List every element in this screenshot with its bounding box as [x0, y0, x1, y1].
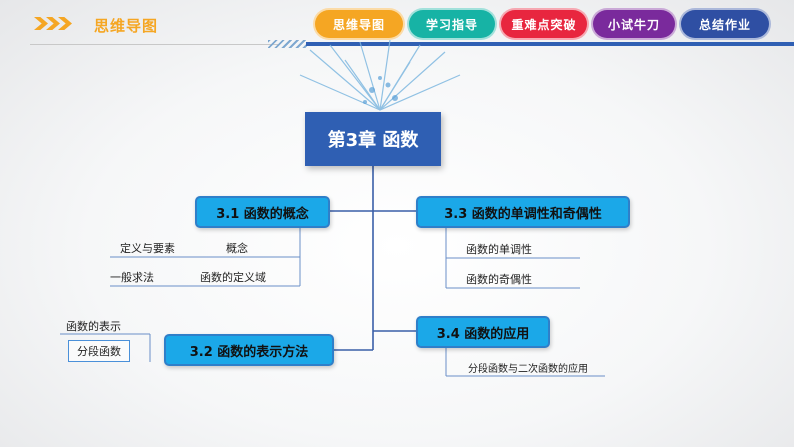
header-bar	[306, 42, 794, 46]
header-hatch-decoration	[268, 40, 308, 48]
sub-representation: 函数的表示	[66, 320, 121, 333]
sub-monotonicity: 函数的单调性	[466, 243, 532, 256]
nav-summary-button[interactable]: 总结作业	[679, 8, 771, 40]
branch-node-3-4: 3.4 函数的应用	[416, 316, 550, 348]
center-node: 第3章 函数	[305, 112, 441, 166]
nav-key-points-button[interactable]: 重难点突破	[499, 8, 589, 40]
chevrons-icon	[34, 17, 72, 30]
splash-decoration	[299, 40, 461, 111]
sub-general-method: 一般求法	[110, 271, 154, 284]
sub-piecewise-function: 分段函数	[68, 340, 130, 362]
sub-definition-elements: 定义与要素	[120, 242, 175, 255]
branch-node-3-3: 3.3 函数的单调性和奇偶性	[416, 196, 630, 228]
header: 思维导图 思维导图 学习指导 重难点突破 小试牛刀 总结作业	[0, 0, 794, 48]
sub-concept: 概念	[226, 242, 248, 255]
sub-parity: 函数的奇偶性	[466, 273, 532, 286]
branch-node-3-2: 3.2 函数的表示方法	[164, 334, 334, 366]
nav-bar: 思维导图 学习指导 重难点突破 小试牛刀 总结作业	[313, 8, 771, 40]
nav-practice-button[interactable]: 小试牛刀	[591, 8, 677, 40]
nav-study-guide-button[interactable]: 学习指导	[407, 8, 497, 40]
branch-node-3-1: 3.1 函数的概念	[195, 196, 330, 228]
nav-mindmap-button[interactable]: 思维导图	[313, 8, 405, 40]
header-divider	[30, 44, 280, 45]
sub-application: 分段函数与二次函数的应用	[468, 364, 588, 375]
page-title: 思维导图	[94, 17, 159, 35]
sub-domain: 函数的定义域	[200, 271, 266, 284]
